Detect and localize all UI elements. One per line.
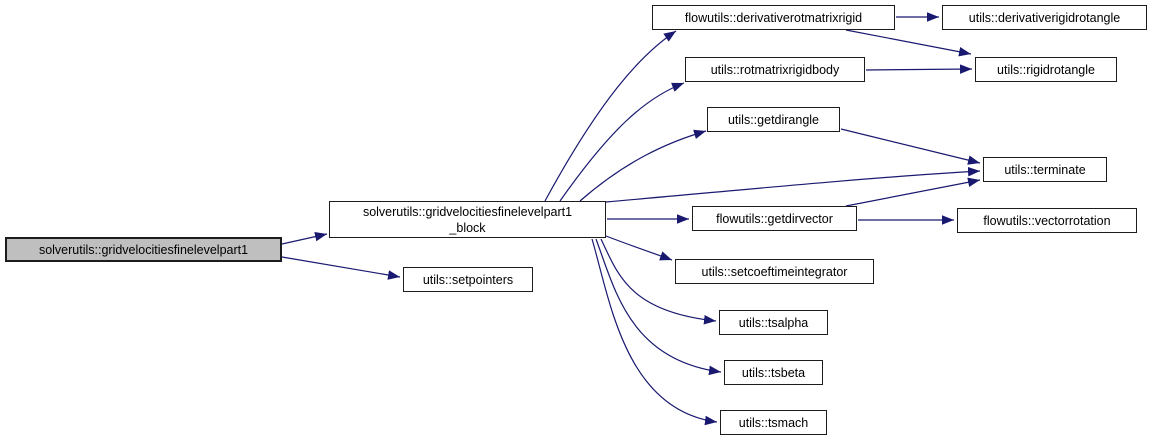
node-solverutils-gridvelocitiesfinelevelpart1: solverutils::gridvelocitiesfinelevelpart… [5,237,282,262]
node-label: utils::setpointers [422,272,514,287]
node-label: utils::tsmach [738,415,809,430]
node-solverutils-gridvelocitiesfinelevelpart1-block[interactable]: solverutils::gridvelocitiesfinelevelpart… [329,201,606,238]
node-label: utils::setcoeftimeintegrator [701,264,848,279]
node-label: utils::rotmatrixrigidbody [710,62,840,77]
node-label: utils::getdirangle [727,112,820,127]
node-utils-terminate[interactable]: utils::terminate [983,157,1107,182]
node-utils-tsbeta[interactable]: utils::tsbeta [724,360,823,385]
edge-main-to-setpointers [281,256,401,280]
node-utils-getdirangle[interactable]: utils::getdirangle [707,107,840,132]
node-label-line2: _block [449,220,486,235]
edge-block-to-terminate [605,166,981,203]
node-label: utils::derivativerigidrotangle [968,10,1121,25]
edge-getdirvector-to-terminate [845,177,981,207]
edge-block-to-derivativerotmatrixrigid [544,30,677,202]
node-label: utils::rigidrotangle [997,62,1095,77]
node-label: flowutils::derivativerotmatrixrigid [684,10,863,25]
node-utils-tsmach[interactable]: utils::tsmach [720,410,827,435]
edge-block-to-tsmach [591,238,718,426]
node-flowutils-getdirvector[interactable]: flowutils::getdirvector [692,206,857,231]
edge-main-to-block [281,231,328,245]
node-label: utils::tsalpha [738,315,809,330]
node-label: flowutils::vectorrotation [983,213,1111,228]
edge-block-to-setcoeftimeintegrator [605,235,673,261]
node-flowutils-derivativerotmatrixrigid[interactable]: flowutils::derivativerotmatrixrigid [652,5,895,30]
node-label: utils::tsbeta [741,365,806,380]
node-utils-tsalpha[interactable]: utils::tsalpha [719,310,828,335]
node-label: utils::terminate [1004,162,1086,177]
edge-getdirangle-to-terminate [840,128,981,165]
node-utils-setcoeftimeintegrator[interactable]: utils::setcoeftimeintegrator [675,259,874,284]
edge-block-to-tsalpha [600,238,717,325]
node-utils-rotmatrixrigidbody[interactable]: utils::rotmatrixrigidbody [685,57,865,82]
node-label: flowutils::getdirvector [716,211,833,226]
edge-rotmatrixrigidbody-to-rigidrotangle [865,64,973,74]
node-flowutils-vectorrotation[interactable]: flowutils::vectorrotation [957,208,1137,233]
edge-block-to-tsbeta [595,238,722,376]
edge-block-to-getdirangle [579,129,707,202]
node-label: solverutils::gridvelocitiesfinelevelpart… [38,242,249,257]
node-utils-derivativerigidrotangle[interactable]: utils::derivativerigidrotangle [942,5,1147,30]
node-label-line1: solverutils::gridvelocitiesfinelevelpart… [362,204,573,219]
node-utils-rigidrotangle[interactable]: utils::rigidrotangle [975,57,1117,82]
edge-block-to-rotmatrixrigidbody [559,82,685,202]
edge-derivativerotmatrixrigid-to-rigidrotangle [845,29,972,57]
node-utils-setpointers[interactable]: utils::setpointers [403,267,533,292]
